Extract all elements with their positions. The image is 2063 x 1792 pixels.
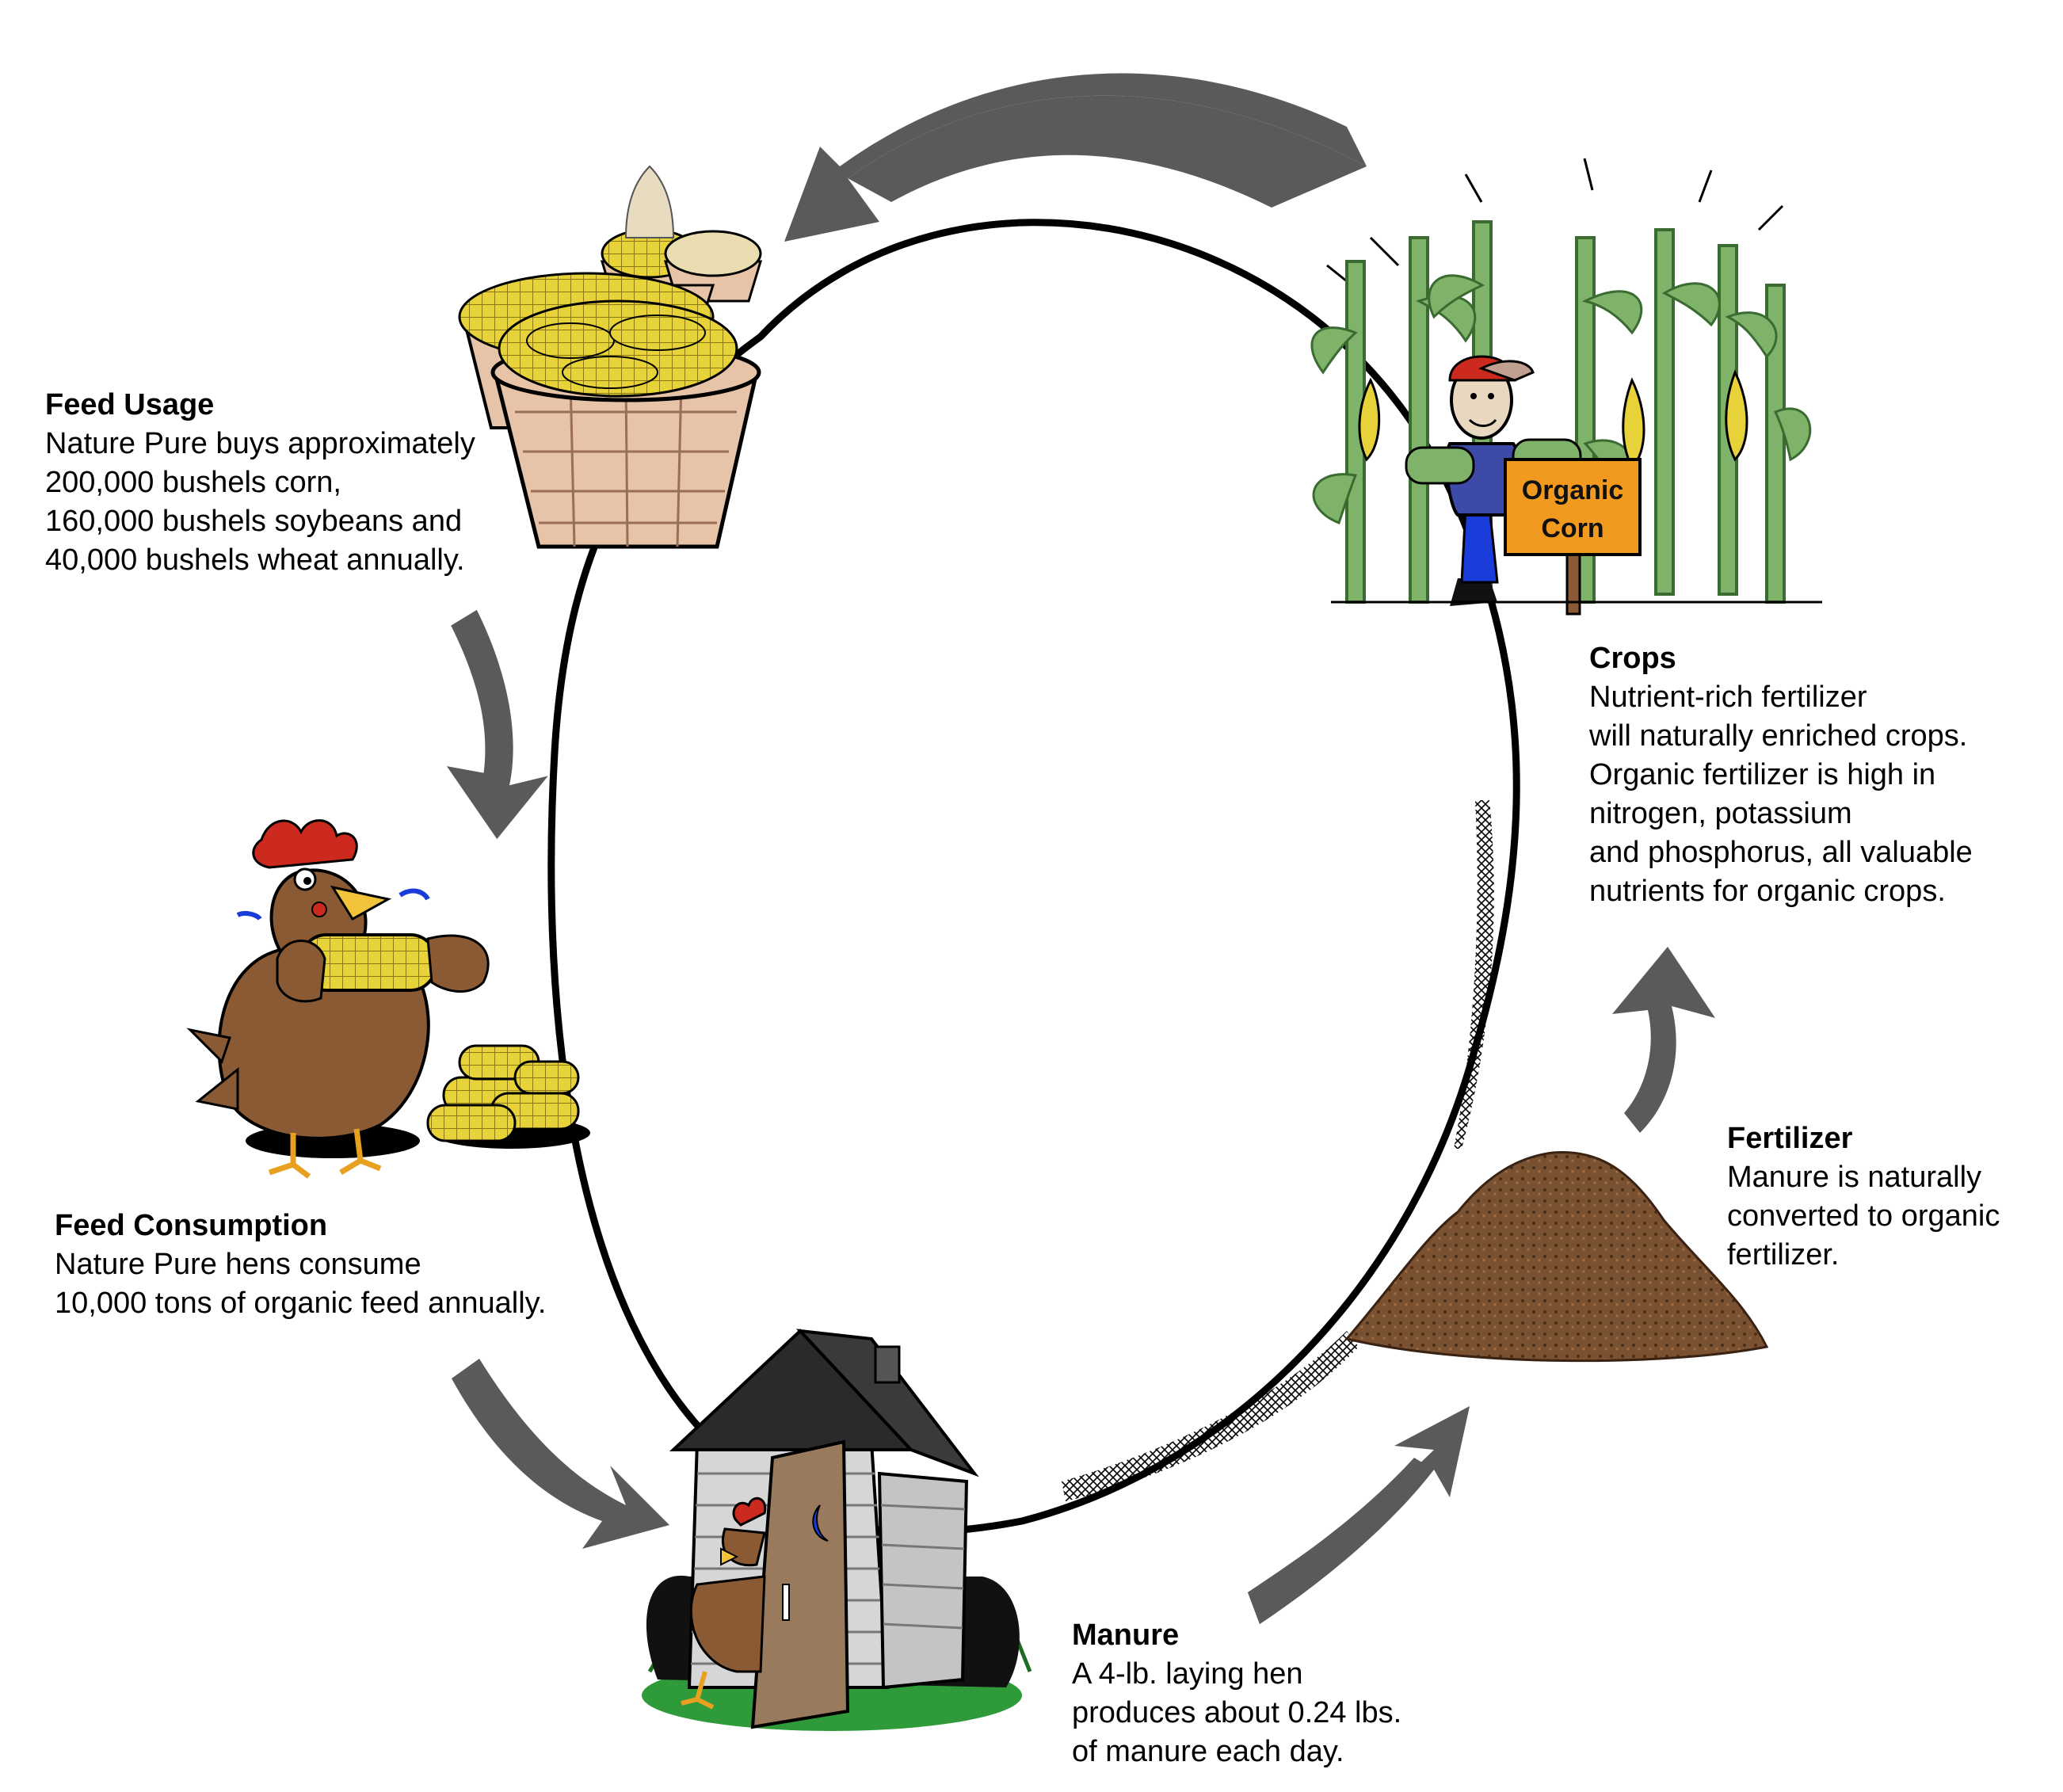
fertilizer-line: fertilizer.: [1727, 1238, 1840, 1272]
manure-title: Manure: [1072, 1619, 1180, 1652]
sign-line-1: Organic: [1522, 475, 1623, 505]
feed-usage-title: Feed Usage: [45, 388, 215, 421]
outhouse-illustration: [642, 1329, 1032, 1731]
feed-usage-line: 160,000 bushels soybeans and: [45, 505, 463, 538]
feed-usage-label: Feed Usage Nature Pure buys approximatel…: [45, 386, 475, 580]
crops-label: Crops Nutrient-rich fertilizer will natu…: [1589, 639, 1973, 911]
crops-line: nitrogen, potassium: [1589, 797, 1852, 830]
feed-baskets-illustration: [458, 165, 763, 549]
ring-hatch-shadow: [1454, 800, 1494, 1149]
manure-line: of manure each day.: [1072, 1735, 1344, 1768]
arrow-fertilizer-to-crops: [1612, 947, 1715, 1133]
organic-corn-sign: Organic Corn: [1504, 458, 1642, 616]
corn-pile: [426, 1044, 590, 1149]
crops-line: Nutrient-rich fertilizer: [1589, 681, 1867, 714]
fertilizer-line: Manure is naturally: [1727, 1161, 1982, 1194]
crops-line: will naturally enriched crops.: [1589, 719, 1968, 753]
cornfield-illustration: Organic Corn: [1310, 158, 1822, 616]
crops-title: Crops: [1589, 642, 1676, 675]
sign-line-2: Corn: [1541, 513, 1603, 543]
feed-consumption-label: Feed Consumption Nature Pure hens consum…: [55, 1207, 546, 1323]
arrow-hens-to-manure: [452, 1359, 669, 1549]
fertilizer-line: converted to organic: [1727, 1199, 2000, 1233]
manure-line: A 4-lb. laying hen: [1072, 1657, 1303, 1691]
arrow-feed-to-hens: [446, 609, 548, 840]
feed-usage-line: Nature Pure buys approximately: [45, 427, 475, 460]
ring-hatch-shadow-lower: [1062, 1331, 1359, 1501]
crops-line: nutrients for organic crops.: [1589, 875, 1946, 908]
arrow-crops-to-feed: [784, 73, 1367, 242]
fertilizer-title: Fertilizer: [1727, 1122, 1853, 1155]
crops-line: and phosphorus, all valuable: [1589, 836, 1973, 869]
feed-consumption-title: Feed Consumption: [55, 1209, 328, 1242]
feed-usage-line: 200,000 bushels corn,: [45, 466, 341, 499]
manure-line: produces about 0.24 lbs.: [1072, 1696, 1402, 1729]
feed-consumption-line: Nature Pure hens consume: [55, 1248, 421, 1281]
hen-eating-corn-illustration: [186, 819, 590, 1179]
feed-usage-line: 40,000 bushels wheat annually.: [45, 543, 465, 577]
crops-line: Organic fertilizer is high in: [1589, 758, 1936, 791]
fertilizer-label: Fertilizer Manure is naturally converted…: [1727, 1119, 2000, 1275]
feed-consumption-line: 10,000 tons of organic feed annually.: [55, 1287, 547, 1320]
fertilizer-pile-illustration: [1344, 1150, 1769, 1363]
arrow-manure-to-fertilizer: [1248, 1406, 1470, 1624]
burst-lines: [1326, 158, 1784, 283]
manure-label: Manure A 4-lb. laying hen produces about…: [1072, 1616, 1401, 1771]
